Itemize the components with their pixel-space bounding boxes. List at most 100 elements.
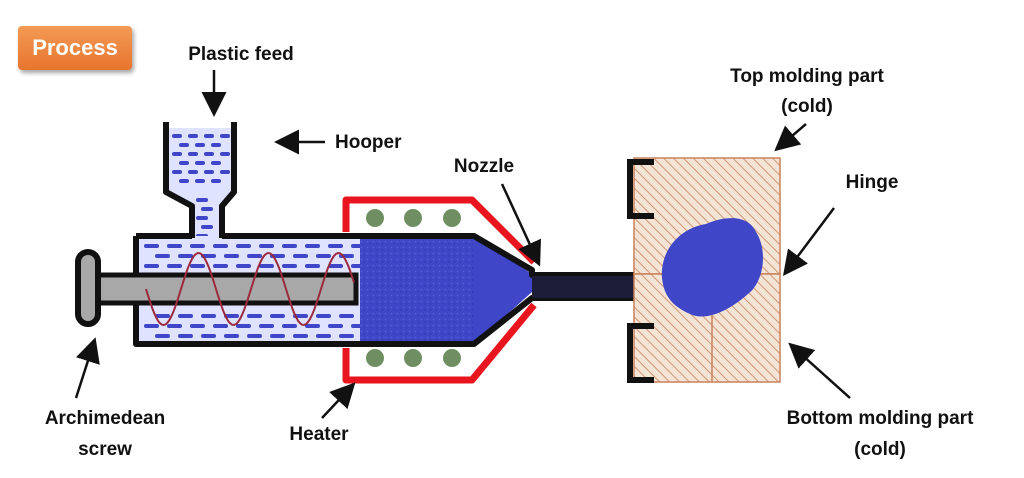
plastic-pellet bbox=[305, 324, 320, 328]
top-molding-arrow bbox=[774, 123, 807, 152]
plastic-pellet bbox=[155, 314, 170, 318]
label-heater: Heater bbox=[289, 424, 349, 445]
label-nozzle: Nozzle bbox=[454, 156, 514, 177]
plastic-pellet bbox=[213, 264, 228, 268]
plastic-pellet bbox=[167, 244, 182, 248]
plastic-pellet bbox=[351, 264, 362, 268]
label-top-molding-line1: Top molding part bbox=[730, 66, 884, 87]
plastic-pellet bbox=[204, 152, 214, 156]
plastic-pellet bbox=[328, 244, 343, 248]
plastic-pellet bbox=[178, 254, 193, 258]
screw-shaft bbox=[95, 272, 359, 306]
screw-handle bbox=[75, 249, 101, 327]
plastic-pellet bbox=[155, 254, 170, 258]
plastic-pellet bbox=[211, 161, 221, 165]
plastic-pellet bbox=[305, 264, 320, 268]
hopper-outline bbox=[163, 122, 237, 238]
plastic-pellet bbox=[201, 225, 213, 229]
plastic-pellet bbox=[195, 161, 205, 165]
plastic-pellet bbox=[179, 179, 189, 183]
screw-helix bbox=[145, 251, 355, 327]
process-badge: Process bbox=[18, 26, 132, 70]
plastic-pellet bbox=[178, 334, 193, 338]
plastic-pellet bbox=[211, 143, 221, 147]
heater-coils bbox=[366, 209, 461, 367]
plastic-pellet bbox=[282, 264, 297, 268]
plastic-pellet bbox=[144, 324, 159, 328]
plastic-pellet bbox=[144, 264, 159, 268]
label-hinge: Hinge bbox=[846, 172, 899, 193]
bottom-clamp bbox=[627, 323, 654, 383]
plastic-pellet bbox=[155, 334, 170, 338]
melted-plastic bbox=[360, 236, 474, 344]
plastic-pellet bbox=[178, 314, 193, 318]
plastic-pellet bbox=[190, 324, 205, 328]
runner-channel bbox=[532, 276, 662, 298]
plastic-pellet bbox=[213, 324, 228, 328]
plastic-pellet bbox=[190, 244, 205, 248]
plastic-pellet bbox=[305, 244, 320, 248]
plastic-pellet bbox=[220, 152, 230, 156]
plastic-pellet bbox=[247, 314, 262, 318]
plastic-pellet bbox=[316, 334, 331, 338]
plastic-pellet bbox=[328, 264, 343, 268]
heater-arrow bbox=[321, 382, 356, 419]
plastic-pellet bbox=[247, 254, 262, 258]
plastic-pellet bbox=[282, 324, 297, 328]
plastic-pellet bbox=[351, 324, 362, 328]
plastic-pellet bbox=[211, 179, 221, 183]
plastic-pellet bbox=[144, 244, 159, 248]
plastic-pellet bbox=[188, 134, 198, 138]
plastic-pellet bbox=[167, 324, 182, 328]
plastic-pellet bbox=[179, 143, 189, 147]
plastic-pellet bbox=[224, 334, 239, 338]
label-top-molding-line2: (cold) bbox=[781, 96, 833, 117]
plastic-pellet bbox=[172, 170, 182, 174]
hopper-plastic-pellets bbox=[172, 134, 230, 238]
plastic-pellet bbox=[190, 264, 205, 268]
plastic-pellet bbox=[316, 314, 331, 318]
plastic-pellet bbox=[195, 179, 205, 183]
barrel-plastic-pellets bbox=[144, 244, 362, 338]
plastic-pellet bbox=[220, 170, 230, 174]
plastic-pellet bbox=[282, 244, 297, 248]
plastic-pellet bbox=[201, 207, 213, 211]
plastic-pellet bbox=[213, 244, 228, 248]
label-archimedean-line1: Archimedean bbox=[45, 408, 165, 429]
plastic-pellet bbox=[188, 170, 198, 174]
plastic-pellet bbox=[316, 254, 331, 258]
plastic-pellet bbox=[196, 198, 208, 202]
label-hooper: Hooper bbox=[335, 132, 402, 153]
nozzle-plastic-cone bbox=[474, 236, 532, 344]
plastic-pellet bbox=[247, 334, 262, 338]
plastic-pellet bbox=[259, 244, 274, 248]
plastic-pellet bbox=[195, 143, 205, 147]
plastic-pellet bbox=[172, 152, 182, 156]
label-bottom-molding-line2: (cold) bbox=[854, 439, 906, 460]
plastic-pellet bbox=[236, 324, 251, 328]
plastic-pellet bbox=[293, 254, 308, 258]
top-clamp bbox=[627, 159, 654, 219]
plastic-pellet bbox=[236, 264, 251, 268]
plastic-pellet bbox=[351, 244, 362, 248]
plastic-pellet bbox=[224, 314, 239, 318]
plastic-pellet bbox=[259, 264, 274, 268]
plastic-pellet bbox=[339, 334, 354, 338]
plastic-pellet bbox=[270, 334, 285, 338]
plastic-pellet bbox=[172, 134, 182, 138]
bottom-molding-arrow bbox=[788, 342, 851, 399]
plastic-pellet bbox=[236, 244, 251, 248]
plastic-pellet bbox=[167, 264, 182, 268]
archimedean-arrow bbox=[74, 337, 100, 399]
plastic-pellet bbox=[201, 314, 216, 318]
hinge-arrow bbox=[783, 207, 835, 276]
plastic-pellet bbox=[293, 334, 308, 338]
plastic-pellet bbox=[204, 170, 214, 174]
molded-part bbox=[661, 218, 763, 317]
label-bottom-molding-line1: Bottom molding part bbox=[787, 408, 974, 429]
plastic-pellet bbox=[196, 216, 208, 220]
plastic-pellet bbox=[270, 314, 285, 318]
plastic-pellet bbox=[339, 314, 354, 318]
